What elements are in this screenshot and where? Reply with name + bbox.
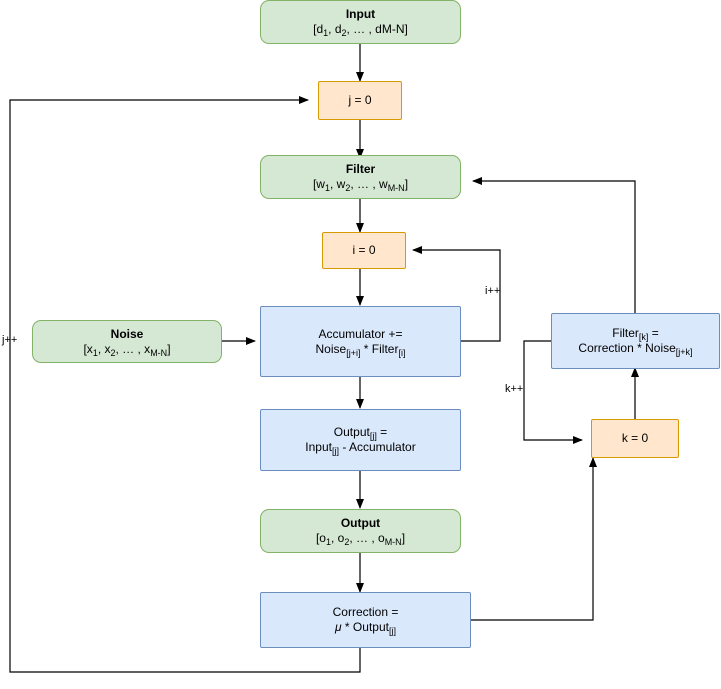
node-filter[interactable]: Filter [w1, w2, … , wM-N] bbox=[260, 155, 461, 199]
node-accumulator-line1: Accumulator += bbox=[318, 326, 403, 341]
node-output-calc-line2: Input[j] - Accumulator bbox=[305, 440, 416, 456]
node-correction-line2: μ * Output[j] bbox=[335, 620, 396, 636]
node-j-init-label: j = 0 bbox=[348, 93, 372, 107]
node-j-init[interactable]: j = 0 bbox=[318, 81, 402, 120]
node-i-init[interactable]: i = 0 bbox=[322, 232, 406, 269]
node-noise-body: [x1, x2, … , xM-N] bbox=[83, 341, 171, 358]
node-noise-title: Noise bbox=[110, 326, 144, 341]
node-k-init[interactable]: k = 0 bbox=[591, 419, 679, 458]
node-accumulator-line2: Noise[j+i] * Filter[i] bbox=[315, 341, 406, 358]
edge-label-i-increment: i++ bbox=[485, 285, 501, 297]
node-filter-update[interactable]: Filter[k] = Correction * Noise[j+k] bbox=[551, 313, 720, 369]
node-input[interactable]: Input [d1, d2, … , dM-N] bbox=[260, 0, 461, 44]
node-output-calc-line1: Output[j] = bbox=[333, 425, 388, 441]
node-output-calc[interactable]: Output[j] = Input[j] - Accumulator bbox=[260, 409, 461, 471]
edge-label-j-increment: j++ bbox=[2, 334, 18, 346]
node-k-init-label: k = 0 bbox=[621, 431, 649, 445]
node-input-title: Input bbox=[345, 7, 376, 21]
node-filter-update-line2: Correction * Noise[j+k] bbox=[578, 341, 693, 357]
node-filter-title: Filter bbox=[345, 162, 376, 176]
edge-correction-to-kinit bbox=[471, 457, 597, 621]
node-filter-body: [w1, w2, … , wM-N] bbox=[312, 177, 409, 193]
node-noise[interactable]: Noise [x1, x2, … , xM-N] bbox=[32, 320, 222, 363]
node-input-body: [d1, d2, … , dM-N] bbox=[313, 22, 408, 38]
node-output-body: [o1, o2, … , oM-N] bbox=[315, 531, 406, 547]
node-filter-update-line1: Filter[k] = bbox=[612, 326, 659, 342]
node-output-title: Output bbox=[340, 516, 381, 530]
edge-label-k-increment: k++ bbox=[505, 383, 524, 395]
node-correction-line1: Correction = bbox=[332, 605, 399, 619]
node-accumulator[interactable]: Accumulator += Noise[j+i] * Filter[i] bbox=[260, 306, 461, 377]
node-correction[interactable]: Correction = μ * Output[j] bbox=[260, 592, 471, 648]
node-i-init-label: i = 0 bbox=[352, 243, 376, 257]
node-output[interactable]: Output [o1, o2, … , oM-N] bbox=[260, 509, 461, 553]
